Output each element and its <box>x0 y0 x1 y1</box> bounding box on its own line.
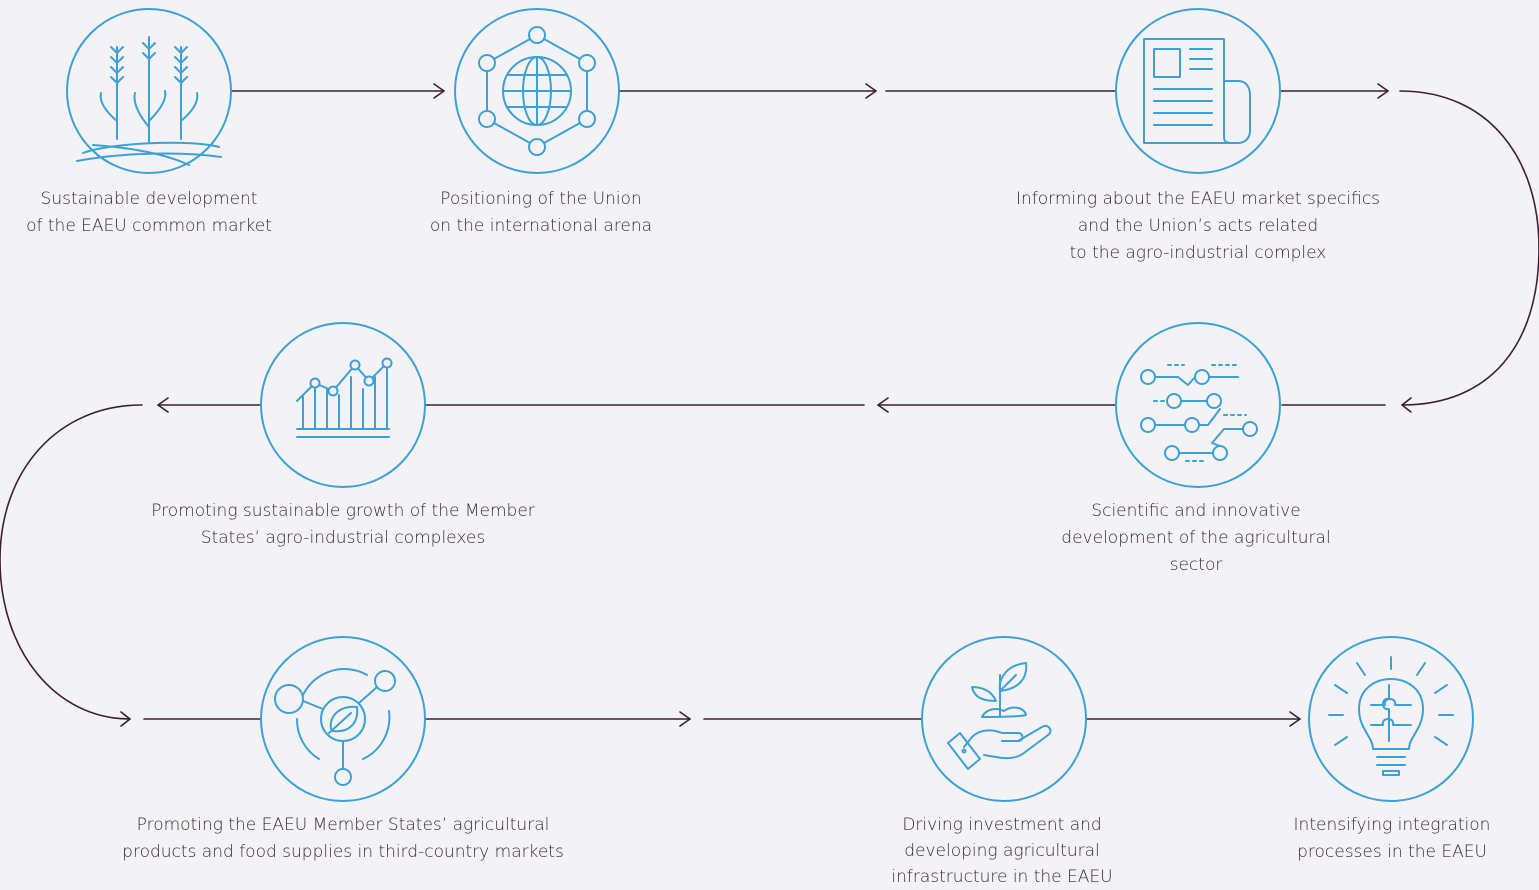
connector-3-4 <box>1280 83 1539 413</box>
step-3-label: Informing about the EAEU market specific… <box>1016 186 1380 267</box>
globe-network-icon <box>478 26 596 156</box>
step-8-icon-circle <box>1308 636 1474 802</box>
step-3-label-line-2: and the Union’s acts related <box>1077 216 1319 236</box>
circuit-icon <box>1140 364 1258 462</box>
step-2-label: Positioning of the Union on the internat… <box>430 186 652 240</box>
connector-6-7 <box>424 711 923 727</box>
step-1-label: Sustainable development of the EAEU comm… <box>26 186 272 240</box>
step-2-label-line-1: Positioning of the Union <box>440 189 642 209</box>
connector-5-6 <box>0 397 261 727</box>
step-4-label-line-2: development of the agricultural <box>1061 528 1331 548</box>
step-2-icon-circle <box>454 8 620 174</box>
hand-plant-icon <box>947 662 1052 770</box>
step-6-label-line-1: Promoting the EAEU Member States’ agricu… <box>136 815 550 835</box>
step-5-label-line-1: Promoting sustainable growth of the Memb… <box>151 501 535 521</box>
step-4-label: Scientific and innovative development of… <box>1061 498 1330 579</box>
step-6-icon-circle <box>260 636 426 802</box>
connector-7-8 <box>1085 711 1301 727</box>
step-6-label: Promoting the EAEU Member States’ agricu… <box>122 812 564 866</box>
step-3-label-line-3: to the agro-industrial complex <box>1069 243 1327 263</box>
step-1-icon-circle <box>66 8 232 174</box>
step-5-label: Promoting sustainable growth of the Memb… <box>151 498 535 552</box>
step-7-label-line-3: infrastructure in the EAEU <box>891 867 1113 887</box>
step-7-label: Driving investment and developing agricu… <box>891 812 1112 890</box>
connectors <box>0 83 1539 727</box>
document-icon <box>1143 38 1251 144</box>
step-4-icon-circle <box>1115 322 1281 488</box>
step-8-label-line-1: Intensifying integration <box>1293 815 1491 835</box>
growth-chart-icon <box>296 357 393 438</box>
step-2-label-line-2: on the international arena <box>429 216 653 236</box>
step-8-label: Intensifying integration processes in th… <box>1294 812 1491 866</box>
step-8-label-line-2: processes in the EAEU <box>1297 842 1487 862</box>
step-4-label-line-1: Scientific and innovative <box>1091 501 1301 521</box>
step-3-label-line-1: Informing about the EAEU market specific… <box>1015 189 1381 209</box>
lightbulb-puzzle-icon <box>1328 656 1454 776</box>
step-3-icon-circle <box>1115 8 1281 174</box>
step-1-label-line-2: of the EAEU common market <box>26 216 272 236</box>
step-1-label-line-1: Sustainable development <box>40 189 258 209</box>
connector-4-5 <box>424 397 1117 413</box>
leaf-network-icon <box>274 668 396 786</box>
step-7-label-line-1: Driving investment and <box>902 815 1102 835</box>
step-5-label-line-2: States’ agro-industrial complexes <box>200 528 486 548</box>
step-6-label-line-2: products and food supplies in third-coun… <box>122 842 564 862</box>
step-7-label-line-2: developing agricultural <box>904 841 1100 861</box>
connector-2-3 <box>619 83 1117 99</box>
step-4-label-line-3: sector <box>1169 555 1223 575</box>
step-7-icon-circle <box>921 636 1087 802</box>
connector-1-2 <box>231 83 445 99</box>
step-5-icon-circle <box>260 322 426 488</box>
wheat-field-icon <box>76 36 222 166</box>
